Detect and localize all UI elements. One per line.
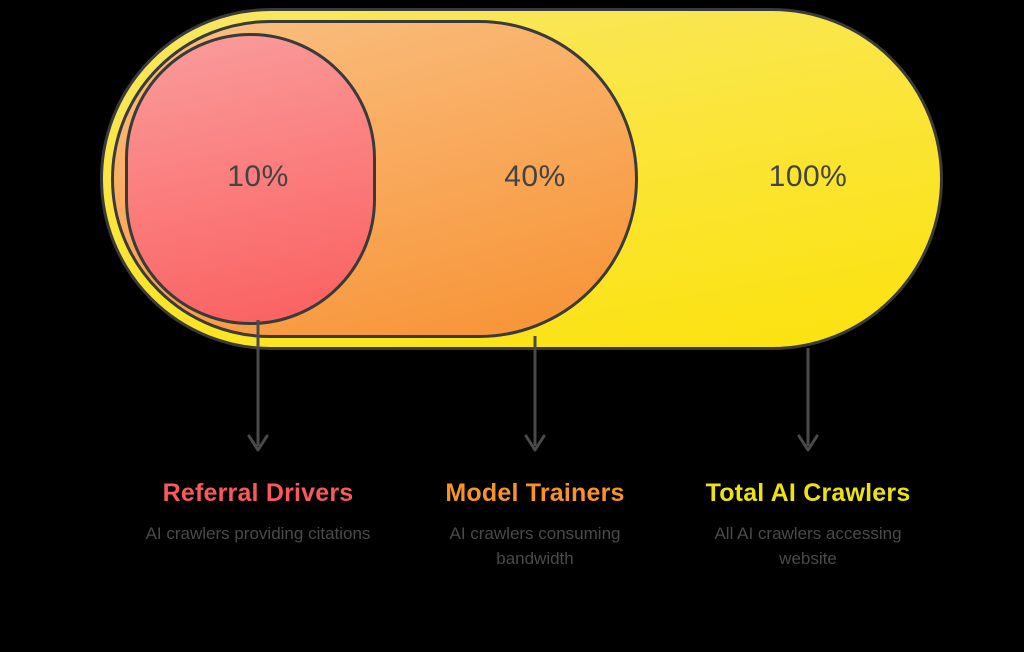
legend-title-model-trainers: Model Trainers <box>445 479 625 507</box>
capsule-referral-drivers[interactable] <box>125 33 376 325</box>
down-arrow-icon-total-ai-crawlers <box>793 348 823 460</box>
percent-label-referral-drivers: 10% <box>227 160 289 193</box>
legend-title-referral-drivers: Referral Drivers <box>162 479 354 507</box>
percent-label-total-ai-crawlers: 100% <box>768 160 848 193</box>
legend-item-referral-drivers[interactable]: Referral Drivers AI crawlers providing c… <box>123 478 393 546</box>
legend-description-total-ai-crawlers: All AI crawlers accessing website <box>714 523 902 569</box>
legend-item-model-trainers[interactable]: Model Trainers AI crawlers consuming ban… <box>420 478 650 572</box>
down-arrow-icon-model-trainers <box>520 336 550 460</box>
legend-item-total-ai-crawlers[interactable]: Total AI Crawlers All AI crawlers access… <box>701 478 916 572</box>
down-arrow-icon-referral-drivers <box>243 320 273 460</box>
percent-label-model-trainers: 40% <box>504 160 566 193</box>
legend-description-referral-drivers: AI crawlers providing citations <box>145 523 371 543</box>
legend-description-model-trainers: AI crawlers consuming bandwidth <box>449 523 621 569</box>
legend-title-total-ai-crawlers: Total AI Crawlers <box>705 479 911 507</box>
